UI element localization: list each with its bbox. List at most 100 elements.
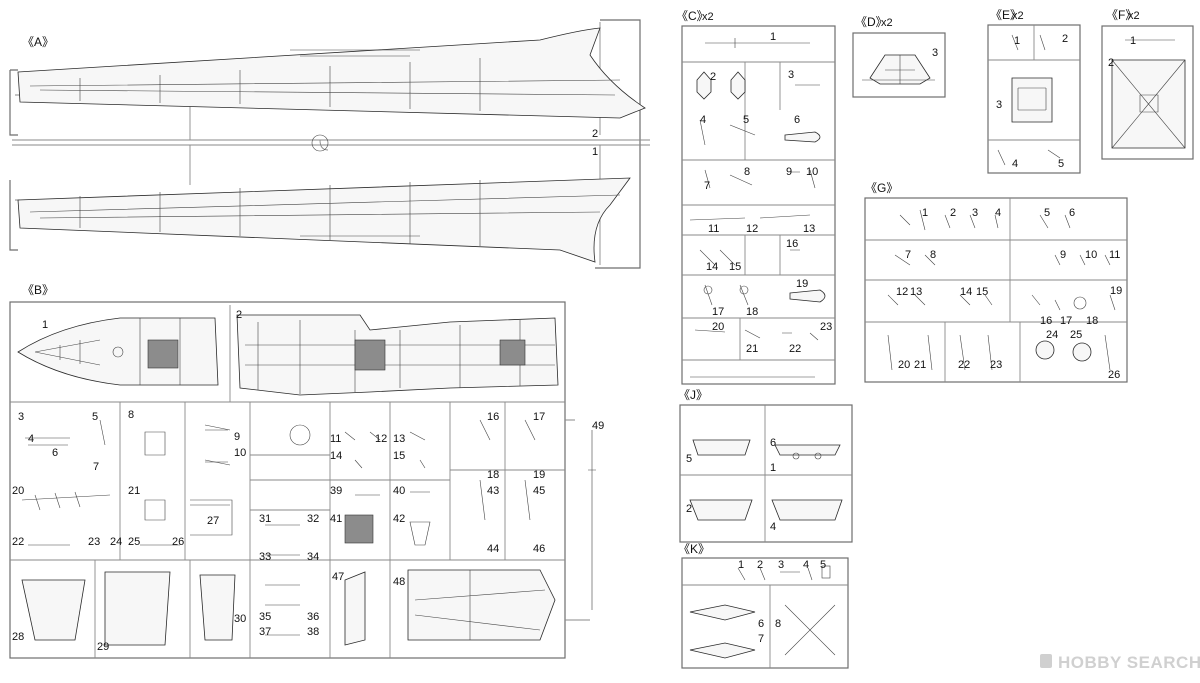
sprue-b-part-label: 20 [12,485,24,497]
sprue-c-part-label: 19 [796,278,808,290]
part-c17b-head [739,285,749,295]
sprue-c-part-label: 17 [712,306,724,318]
part-e3-detail [1017,87,1047,111]
part-49-bar [588,430,596,610]
hull-half-upper [17,27,646,119]
sprue-c-part-label: 18 [746,306,758,318]
part-j2-bracket [689,499,753,521]
part-e3-frame [1011,77,1053,123]
sprue-e: 《E》 x2 1 2 3 4 5 [987,8,1081,174]
sprue-b-part-label: 7 [93,461,99,473]
sprue-b-part-label: 36 [307,611,319,623]
sprue-b-part-label: 23 [88,536,100,548]
sprue-b-part-label: 14 [330,450,342,462]
sprue-b-part-label: 39 [330,485,342,497]
sprue-g-part-label: 10 [1085,249,1097,261]
sprue-b-part-label: 38 [307,626,319,638]
sprue-c-part-label: 8 [744,166,750,178]
sprue-g-part-label: 17 [1060,315,1072,327]
sprue-g-part-label: 24 [1046,329,1058,341]
part-47-bar [344,571,366,646]
sprue-b-part-label: 35 [259,611,271,623]
sprue-k-part-label: 5 [820,559,826,571]
sprue-b-part-label: 34 [307,551,319,563]
part-k7-helicopter [689,642,756,659]
sprue-b-part-label: 41 [330,513,342,525]
part-c18-boat [789,289,826,303]
sprue-b-part-label: 46 [533,543,545,555]
sprue-b-part-label: 47 [332,571,344,583]
hull-half-upper-detail [29,49,621,111]
sprue-c-part-label: 16 [786,238,798,250]
sprue-b-runner [10,305,590,658]
part-j4-bracket [771,499,843,521]
sprue-d-header: 《D》 [855,15,888,29]
sprue-b-part-label: 33 [259,551,271,563]
sprue-b-part-label: 31 [259,513,271,525]
sprue-b-part-label: 43 [487,485,499,497]
sprue-c-part-label: 15 [729,261,741,273]
small-parts-g-detail [887,209,1116,371]
sprue-e-part-label: 2 [1062,33,1068,45]
sprue-c-part-label: 14 [706,261,718,273]
sprue-b-part-label: 32 [307,513,319,525]
sprue-b-part-label: 22 [12,536,24,548]
watermark-logo-icon [1040,654,1052,668]
sprue-g-part-label: 6 [1069,207,1075,219]
sprue-g-part-label: 22 [958,359,970,371]
sprue-c-header: 《C》 [676,9,709,23]
part-g24-wheel [1035,340,1055,360]
sprue-b-part-label: 40 [393,485,405,497]
sprue-k-part-label: 1 [738,559,744,571]
sprue-j-part-label: 2 [686,503,692,515]
sprue-b-frame [9,301,566,659]
part-c2-hex [696,71,712,100]
sprue-g-part-label: 26 [1108,369,1120,381]
sprue-k-part-label: 8 [775,618,781,630]
sprue-b-header: 《B》 [22,283,54,297]
sprue-b-part-label: 18 [487,469,499,481]
part-48-deck-detail [414,570,546,640]
sprue-b-part-label: 21 [128,485,140,497]
sprue-a-frame [9,19,641,269]
sprue-k-part-label: 3 [778,559,784,571]
main-deck-piece [236,314,559,396]
sprue-g-part-label: 20 [898,359,910,371]
sprue-b-part-label: 12 [375,433,387,445]
bow-deck-detail [34,318,181,385]
watermark-brand: HOBBY SEARCH [1058,653,1200,672]
sprue-b-part-label: 5 [92,411,98,423]
sprue-k-part-label: 2 [757,559,763,571]
part-j6-hole [792,452,800,460]
sprue-j-part-label: 1 [770,462,776,474]
sprue-g-header: 《G》 [865,181,898,195]
sprue-d-count: x2 [881,17,893,29]
sprue-b-part-label: 3 [18,411,24,423]
sprue-d-frame [852,32,946,98]
part-j5-bracket [692,439,751,456]
sprue-a-header: 《A》 [22,35,54,49]
part-27-frame [190,499,233,536]
sprue-k-part-label: 7 [758,633,764,645]
sprue-b-part-label: 30 [234,613,246,625]
small-parts-c-detail [689,84,820,341]
sprue-b-part-label: 17 [533,411,545,423]
sprue-j: 《J》 5 6 1 2 4 [678,388,853,543]
sprue-b-part-label: 37 [259,626,271,638]
sprue-e-part-label: 1 [1014,35,1020,47]
sprue-g-part-label: 21 [914,359,926,371]
part-logo-ring [289,424,311,446]
sprue-g-part-label: 3 [972,207,978,219]
part-f2-detail [1111,59,1186,149]
sprue-b-part-label: 24 [110,536,122,548]
bow-deck-vent-grille [147,339,179,369]
sprue-b-part-label: 11 [330,433,341,445]
sprue-e-part-label: 5 [1058,158,1064,170]
part-28-structure [21,579,86,641]
sprue-b: 《B》 1 2 3 4 5 6 7 8 9 10 11 12 1 [9,283,604,659]
sprue-b-part-label: 15 [393,450,405,462]
sprue-g-part-label: 8 [930,249,936,261]
sprue-g-part-label: 16 [1040,315,1052,327]
sprue-c: 《C》 x2 1 2 3 4 5 6 7 8 9 10 11 12 13 14 … [676,9,836,385]
sprue-b-part-label: 8 [128,409,134,421]
